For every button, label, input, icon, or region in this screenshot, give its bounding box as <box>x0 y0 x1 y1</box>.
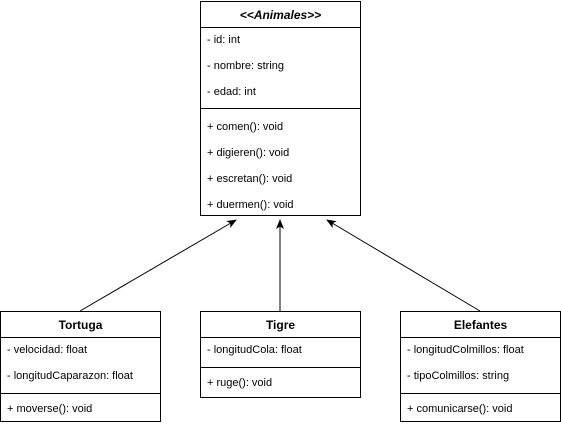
attribute-id: - id: int <box>207 34 241 46</box>
attribute-nombre: - nombre: string <box>207 60 285 72</box>
attribute-velocidad: - velocidad: float <box>7 344 88 356</box>
attribute-longitudcolmillos: - longitudColmillos: float <box>407 344 524 356</box>
attribute-edad: - edad: int <box>207 86 256 98</box>
method-comen: + comen(): void <box>207 121 284 133</box>
class-tortuga[interactable]: Tortuga - velocidad: float - longitudCap… <box>0 311 161 422</box>
method-moverse: + moverse(): void <box>7 403 93 415</box>
class-tigre-name: Tigre <box>201 312 360 338</box>
class-elefantes-methods: + comunicarse(): void <box>401 394 560 421</box>
class-animales-methods: + comen(): void + digieren(): void + esc… <box>201 109 360 213</box>
attribute-tipocolmillos: - tipoColmillos: string <box>407 370 510 382</box>
class-elefantes-name: Elefantes <box>401 312 560 338</box>
attribute-longitudcola: - longitudCola: float <box>207 344 302 356</box>
method-comunicarse: + comunicarse(): void <box>407 403 513 415</box>
arrow-tortuga-to-animales <box>79 219 237 312</box>
method-duermen: + duermen(): void <box>207 199 294 211</box>
arrow-elefantes-to-animales <box>326 219 481 312</box>
method-digieren: + digieren(): void <box>207 147 290 159</box>
attribute-longitudcaparazon: - longitudCaparazon: float <box>7 370 133 382</box>
class-tigre-attributes: - longitudCola: float <box>201 338 360 368</box>
method-ruge: + ruge(): void <box>207 377 273 389</box>
class-animales-name: <<Animales>> <box>201 2 360 28</box>
class-tortuga-name: Tortuga <box>1 312 160 338</box>
class-animales-attributes: - id: int - nombre: string - edad: int <box>201 28 360 109</box>
class-tortuga-attributes: - velocidad: float - longitudCaparazon: … <box>1 338 160 394</box>
class-animales[interactable]: <<Animales>> - id: int - nombre: string … <box>200 1 361 216</box>
method-escretan: + escretan(): void <box>207 173 293 185</box>
class-tigre[interactable]: Tigre - longitudCola: float + ruge(): vo… <box>200 311 361 398</box>
class-tigre-methods: + ruge(): void <box>201 368 360 397</box>
class-tortuga-methods: + moverse(): void <box>1 394 160 421</box>
class-elefantes[interactable]: Elefantes - longitudColmillos: float - t… <box>400 311 561 422</box>
class-elefantes-attributes: - longitudColmillos: float - tipoColmill… <box>401 338 560 394</box>
